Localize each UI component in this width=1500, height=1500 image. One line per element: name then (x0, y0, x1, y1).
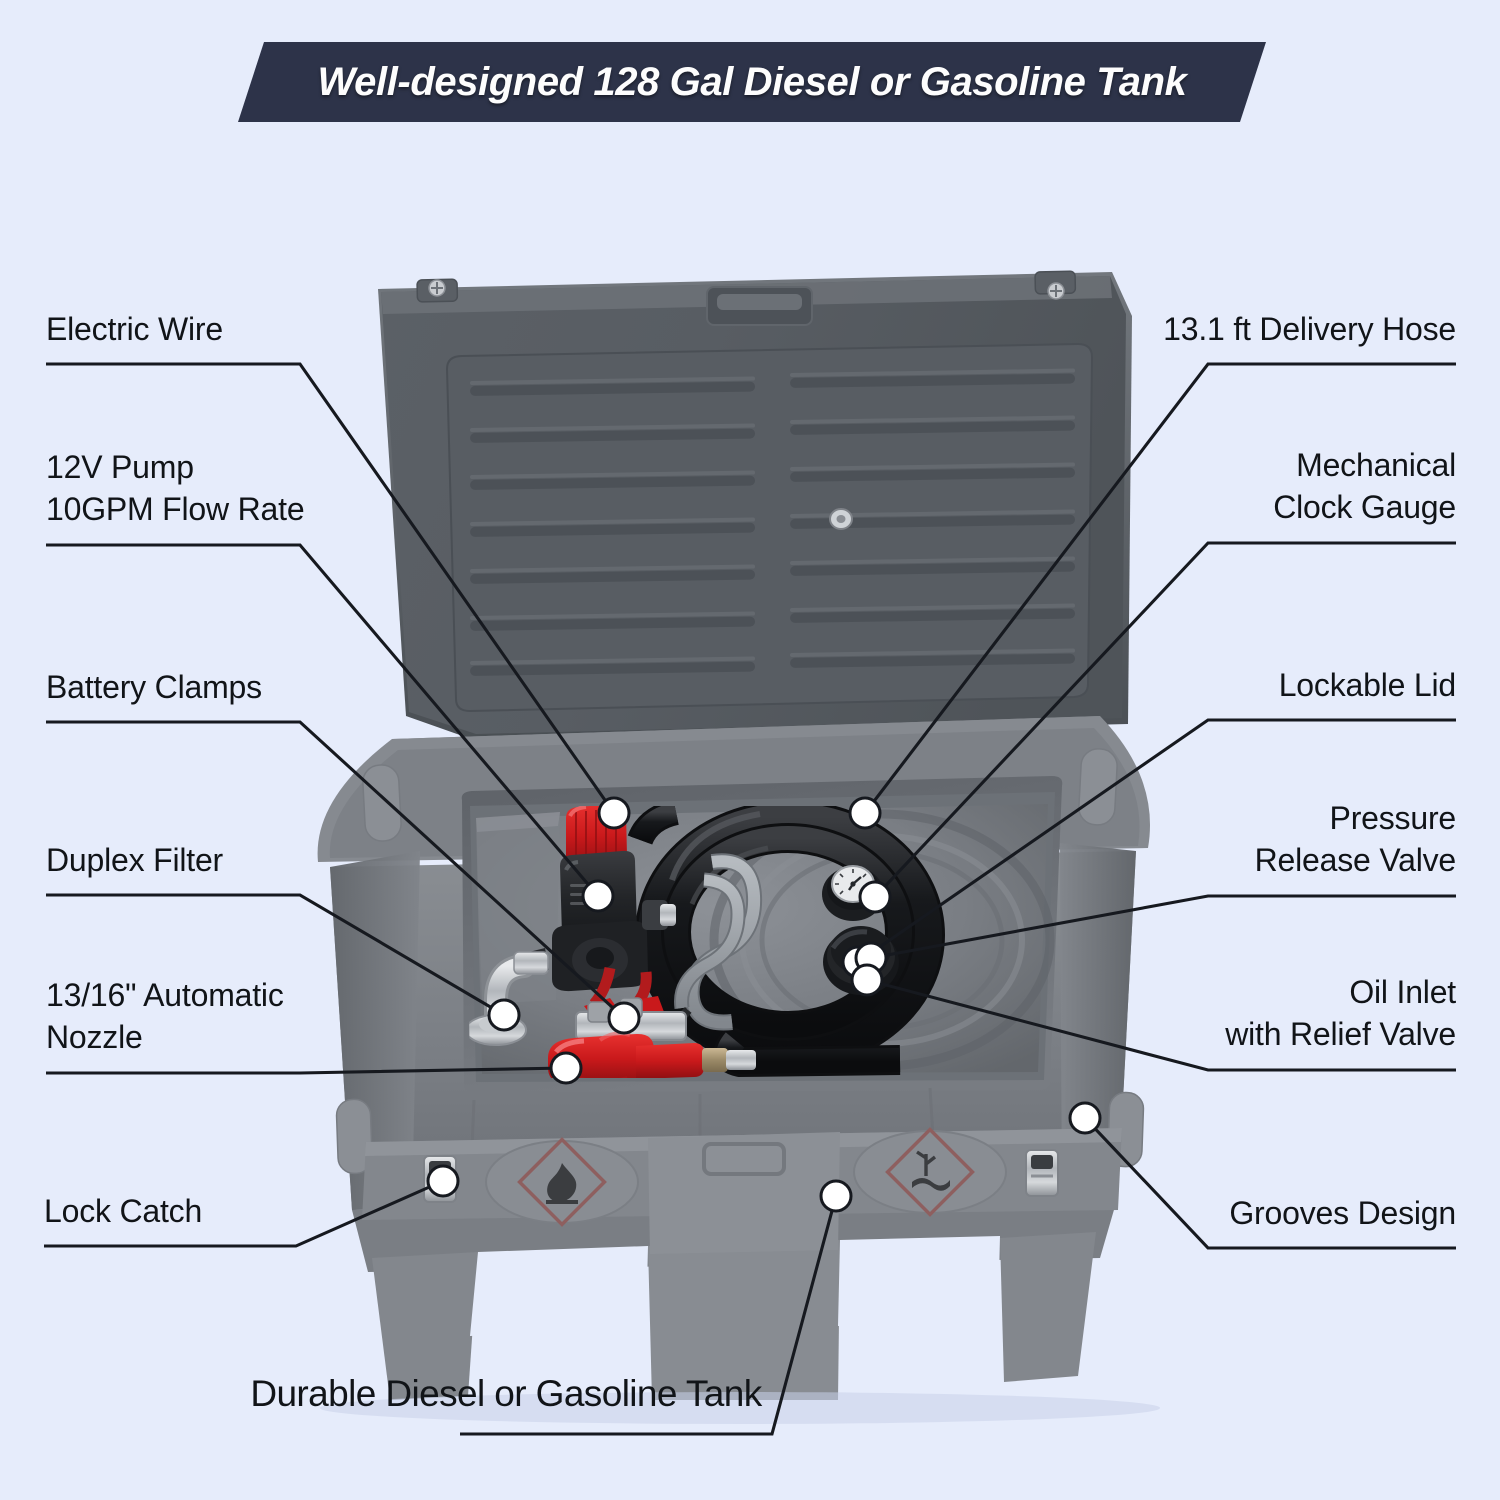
callout-label-clock-gauge: Mechanical Clock Gauge (1273, 447, 1456, 526)
callout-label-lock-catch: Lock Catch (44, 1193, 203, 1229)
callout-label-durable-tank: Durable Diesel or Gasoline Tank (250, 1373, 762, 1414)
environmental-hazard-diamond-icon (853, 1127, 1007, 1217)
callout-label-pump: 12V Pump 10GPM Flow Rate (46, 449, 305, 528)
callout-label-automatic-nozzle: 13/16" Automatic Nozzle (46, 977, 284, 1056)
callout-label-battery-clamps: Battery Clamps (46, 669, 262, 705)
callout-label-grooves-design: Grooves Design (1229, 1195, 1456, 1231)
lock-catch-left (423, 1155, 457, 1203)
front-handle-recess (648, 1132, 840, 1254)
page-title: Well-designed 128 Gal Diesel or Gasoline… (317, 59, 1187, 104)
lid-hinge-right (1034, 270, 1077, 300)
title-banner-background (238, 42, 1266, 122)
lid-handle (706, 286, 813, 326)
callout-label-duplex-filter: Duplex Filter (46, 842, 224, 878)
callout-label-lockable-lid: Lockable Lid (1278, 667, 1456, 703)
title-banner: Well-designed 128 Gal Diesel or Gasoline… (238, 42, 1266, 122)
callout-label-electric-wire: Electric Wire (46, 311, 223, 347)
lid-hinge-left (416, 278, 459, 303)
callout-label-oil-inlet: Oil Inlet with Relief Valve (1225, 974, 1456, 1053)
callout-label-pressure-release-valve: Pressure Release Valve (1254, 800, 1457, 879)
lock-catch-right (1025, 1149, 1059, 1197)
lid-lock-hole (829, 508, 853, 530)
callout-label-delivery-hose: 13.1 ft Delivery Hose (1163, 311, 1456, 347)
flammable-diamond-icon (485, 1137, 639, 1227)
